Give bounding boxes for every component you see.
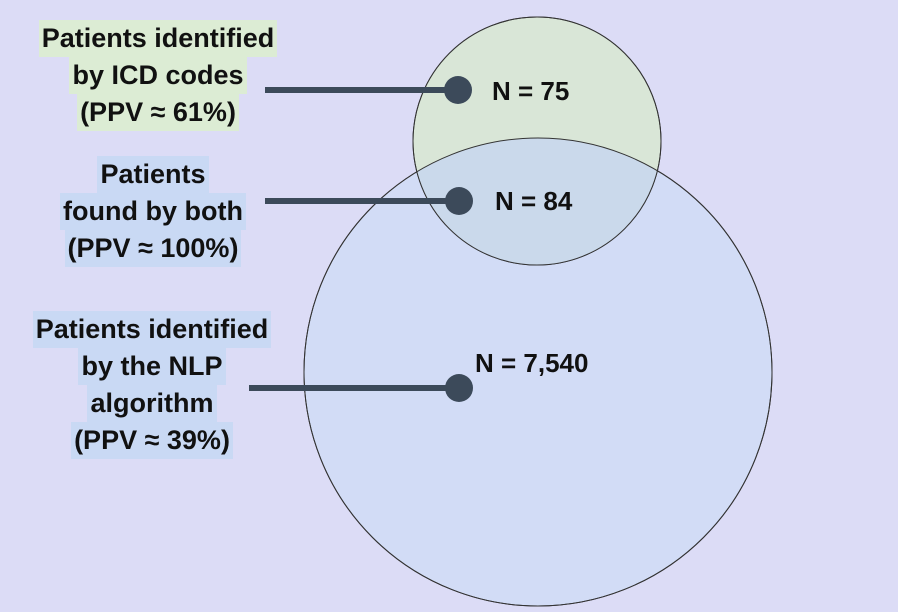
nlp-marker-dot <box>445 374 473 402</box>
both-label-line-1: Patients <box>97 156 209 193</box>
icd-marker-dot <box>444 76 472 104</box>
nlp-set-label: Patients identified by the NLP algorithm… <box>14 311 290 459</box>
both-marker-dot <box>445 187 473 215</box>
nlp-only-count: N = 7,540 <box>475 348 589 378</box>
nlp-label-line-3: algorithm <box>87 385 217 422</box>
nlp-label-line-2: by the NLP <box>78 348 226 385</box>
nlp-circle-outline <box>303 137 773 607</box>
overlap-count: N = 84 <box>495 186 573 216</box>
nlp-label-line-4: (PPV ≈ 39%) <box>71 422 233 459</box>
both-label-line-2: found by both <box>60 193 246 230</box>
nlp-label-line-1: Patients identified <box>32 311 272 348</box>
icd-label-line-3: (PPV ≈ 61%) <box>77 94 239 131</box>
icd-only-count: N = 75 <box>492 76 570 106</box>
both-set-label: Patients found by both (PPV ≈ 100%) <box>40 156 266 267</box>
icd-label-line-1: Patients identified <box>38 20 278 57</box>
icd-set-label: Patients identified by ICD codes (PPV ≈ … <box>22 20 294 131</box>
icd-label-line-2: by ICD codes <box>69 57 247 94</box>
both-label-line-3: (PPV ≈ 100%) <box>64 230 242 267</box>
icd-circle-outline <box>412 16 662 266</box>
